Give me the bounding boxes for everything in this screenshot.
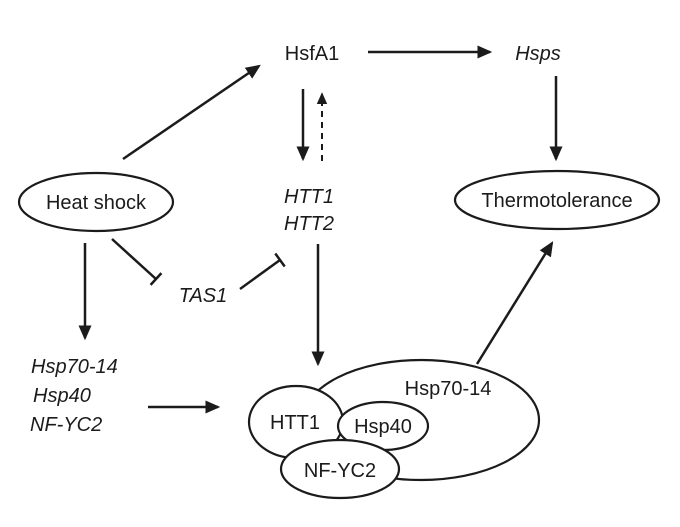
arrow-complex-to-thermotolerance	[475, 241, 554, 365]
complex-htt1-label: HTT1	[270, 412, 320, 434]
heat-shock-ellipse	[17, 171, 175, 233]
complex-nf-yc2-label: NF-YC2	[304, 460, 376, 482]
thermotolerance-label: Thermotolerance	[481, 190, 632, 212]
hsps-label: Hsps	[515, 43, 561, 65]
htt-gene-label: HTT1 HTT2	[284, 186, 334, 235]
list-hsp70-14-label: Hsp70-14	[31, 356, 118, 378]
inhibition-tas1-to-htt	[239, 252, 286, 291]
hsfa1-label: HsfA1	[285, 43, 339, 65]
thermotolerance-ellipse	[453, 169, 661, 231]
htt2-gene-label: HTT2	[284, 213, 334, 235]
complex-nf-yc2-ellipse	[279, 438, 401, 500]
arrow-heat-shock-to-hsfa1	[122, 64, 261, 161]
inhibition-heat-shock-to-tas1	[111, 238, 163, 286]
factor-list-label: Hsp70-14 Hsp40 NF-YC2	[30, 356, 118, 436]
protein-complex: Hsp70-14 HTT1 Hsp40 NF-YC2	[247, 358, 541, 500]
list-hsp40-label: Hsp40	[33, 385, 91, 407]
complex-hsp40-label: Hsp40	[354, 416, 412, 438]
heat-shock-label: Heat shock	[46, 192, 147, 214]
tas1-label: TAS1	[179, 285, 228, 307]
complex-hsp70-14-label: Hsp70-14	[405, 378, 492, 400]
htt1-gene-label: HTT1	[284, 186, 334, 208]
list-nf-yc2-label: NF-YC2	[30, 414, 102, 436]
